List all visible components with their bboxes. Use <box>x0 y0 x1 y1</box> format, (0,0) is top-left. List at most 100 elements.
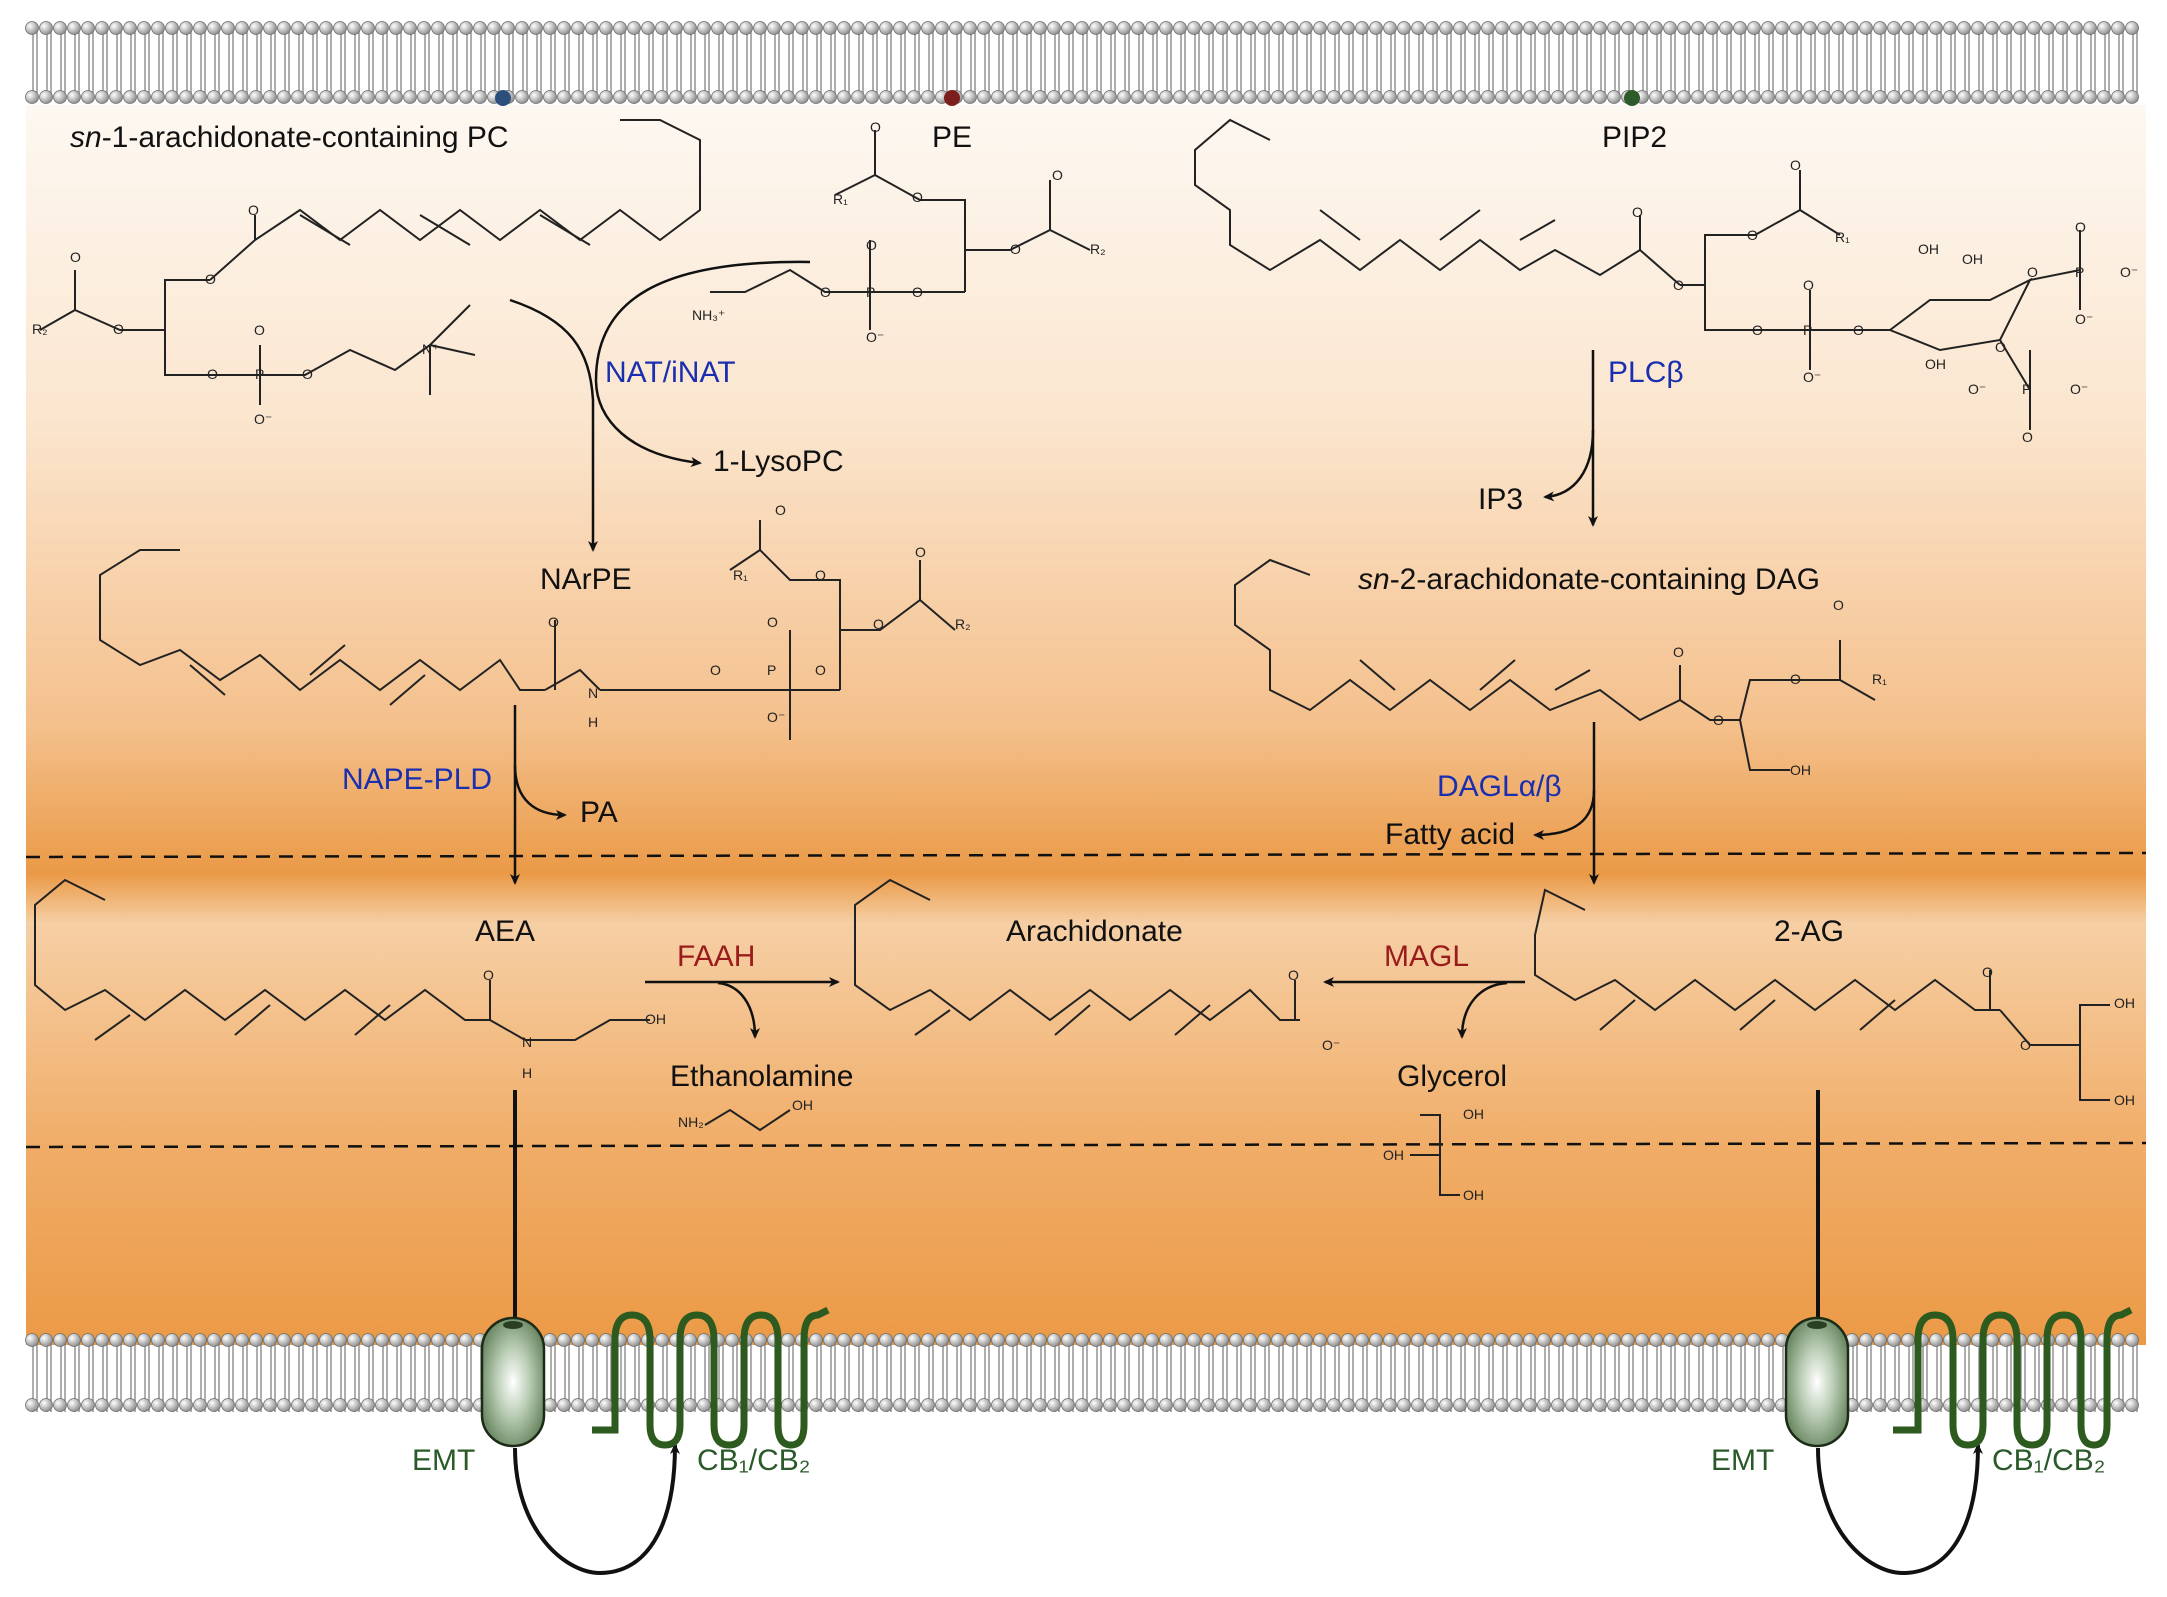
lipid-head <box>753 1398 767 1412</box>
emt-pore-left <box>503 1321 523 1329</box>
label-sn1-pc-prefix: sn <box>70 121 102 154</box>
lipid-head <box>249 90 263 104</box>
atom-o-minus: O⁻ <box>767 709 786 725</box>
lipid-head <box>2069 21 2083 35</box>
enzyme-plc-beta: PLCβ <box>1608 356 1684 389</box>
lipid-head <box>1957 90 1971 104</box>
lipid-head <box>1047 90 1061 104</box>
lipid-head <box>1901 21 1915 35</box>
lipid-head <box>585 90 599 104</box>
lipid-head <box>1943 90 1957 104</box>
lipid-head <box>1579 90 1593 104</box>
lipid-head <box>655 21 669 35</box>
lipid-head <box>1425 1333 1439 1347</box>
enzyme-dagl: DAGLα/β <box>1437 770 1562 803</box>
lipid-head <box>991 90 1005 104</box>
lipid-head <box>1257 21 1271 35</box>
lipid-head <box>1019 21 1033 35</box>
lipid-head <box>1243 21 1257 35</box>
lipid-head <box>1089 1398 1103 1412</box>
lipid-head <box>921 1333 935 1347</box>
lipid-head <box>179 90 193 104</box>
lipid-head <box>599 90 613 104</box>
atom-r2: R₂ <box>1090 241 1106 257</box>
lipid-head <box>1061 1333 1075 1347</box>
lipid-head <box>1005 1333 1019 1347</box>
lipid-head <box>1257 1398 1271 1412</box>
lipid-head <box>459 21 473 35</box>
lipid-head <box>753 1333 767 1347</box>
lipid-head <box>1775 21 1789 35</box>
lipid-head <box>2027 21 2041 35</box>
lipid-head <box>1747 1398 1761 1412</box>
lipid-head <box>333 21 347 35</box>
lipid-head <box>1075 1333 1089 1347</box>
dag-structure <box>1234 558 1876 771</box>
atom-h: H <box>522 1065 533 1081</box>
lipid-head <box>1061 90 1075 104</box>
ethanolamine-structure <box>704 1108 791 1132</box>
lipid-head <box>235 21 249 35</box>
lipid-head <box>81 90 95 104</box>
lipid-head <box>361 1398 375 1412</box>
lipid-head <box>1397 21 1411 35</box>
lipid-head <box>1271 1333 1285 1347</box>
arachidonate-structure <box>854 878 1300 1036</box>
atom-o: O <box>1752 322 1763 338</box>
lipid-head <box>1887 1398 1901 1412</box>
lipid-head <box>25 21 39 35</box>
lipid-head <box>697 21 711 35</box>
lipid-head <box>1481 21 1495 35</box>
lipid-head <box>165 1398 179 1412</box>
label-sn1-pc: sn-1-arachidonate-containing PC <box>70 123 509 153</box>
lipid-head <box>1943 21 1957 35</box>
emt-pore-right <box>1807 1321 1827 1329</box>
lipid-head <box>445 90 459 104</box>
lipid-head <box>445 1398 459 1412</box>
lipid-head <box>2111 90 2125 104</box>
lipid-head <box>1607 1398 1621 1412</box>
atom-p: P <box>2022 381 2032 397</box>
lipid-head <box>963 1333 977 1347</box>
lipid-head <box>1719 21 1733 35</box>
lipid-head <box>879 1398 893 1412</box>
lipid-head <box>1621 1398 1635 1412</box>
lipid-head <box>1887 21 1901 35</box>
lipid-head <box>725 1333 739 1347</box>
lipid-head <box>1033 90 1047 104</box>
lipid-head <box>1355 90 1369 104</box>
lipid-head <box>389 90 403 104</box>
lipid-head <box>1621 21 1635 35</box>
lipid-head <box>1635 1333 1649 1347</box>
lipid-head <box>1187 1398 1201 1412</box>
lipid-head <box>2111 1333 2125 1347</box>
lipid-head <box>1131 90 1145 104</box>
arrow-emt-to-cb-right <box>1816 1443 1983 1576</box>
lipid-head <box>1495 90 1509 104</box>
lipid-head <box>879 90 893 104</box>
lipid-head <box>2055 21 2069 35</box>
lipid-head <box>543 21 557 35</box>
atom-o: O <box>483 967 494 983</box>
lipid-head <box>263 1333 277 1347</box>
lipid-head <box>221 90 235 104</box>
lipid-head <box>473 21 487 35</box>
lipid-head <box>1831 21 1845 35</box>
lipid-head <box>1369 21 1383 35</box>
label-ethanolamine: Ethanolamine <box>670 1060 854 1093</box>
lipid-head <box>1873 90 1887 104</box>
atom-o-minus: O⁻ <box>2075 311 2094 327</box>
lipid-head <box>1873 1333 1887 1347</box>
lipid-head <box>2055 1398 2069 1412</box>
lipid-head <box>753 21 767 35</box>
lipid-head <box>1383 1398 1397 1412</box>
lipid-head <box>1607 21 1621 35</box>
atom-o: O <box>205 271 216 287</box>
lipid-head <box>2041 21 2055 35</box>
atom-oh: OH <box>1962 251 1983 267</box>
lipid-head <box>823 1333 837 1347</box>
lipid-head <box>1845 90 1859 104</box>
lipid-head <box>417 1398 431 1412</box>
